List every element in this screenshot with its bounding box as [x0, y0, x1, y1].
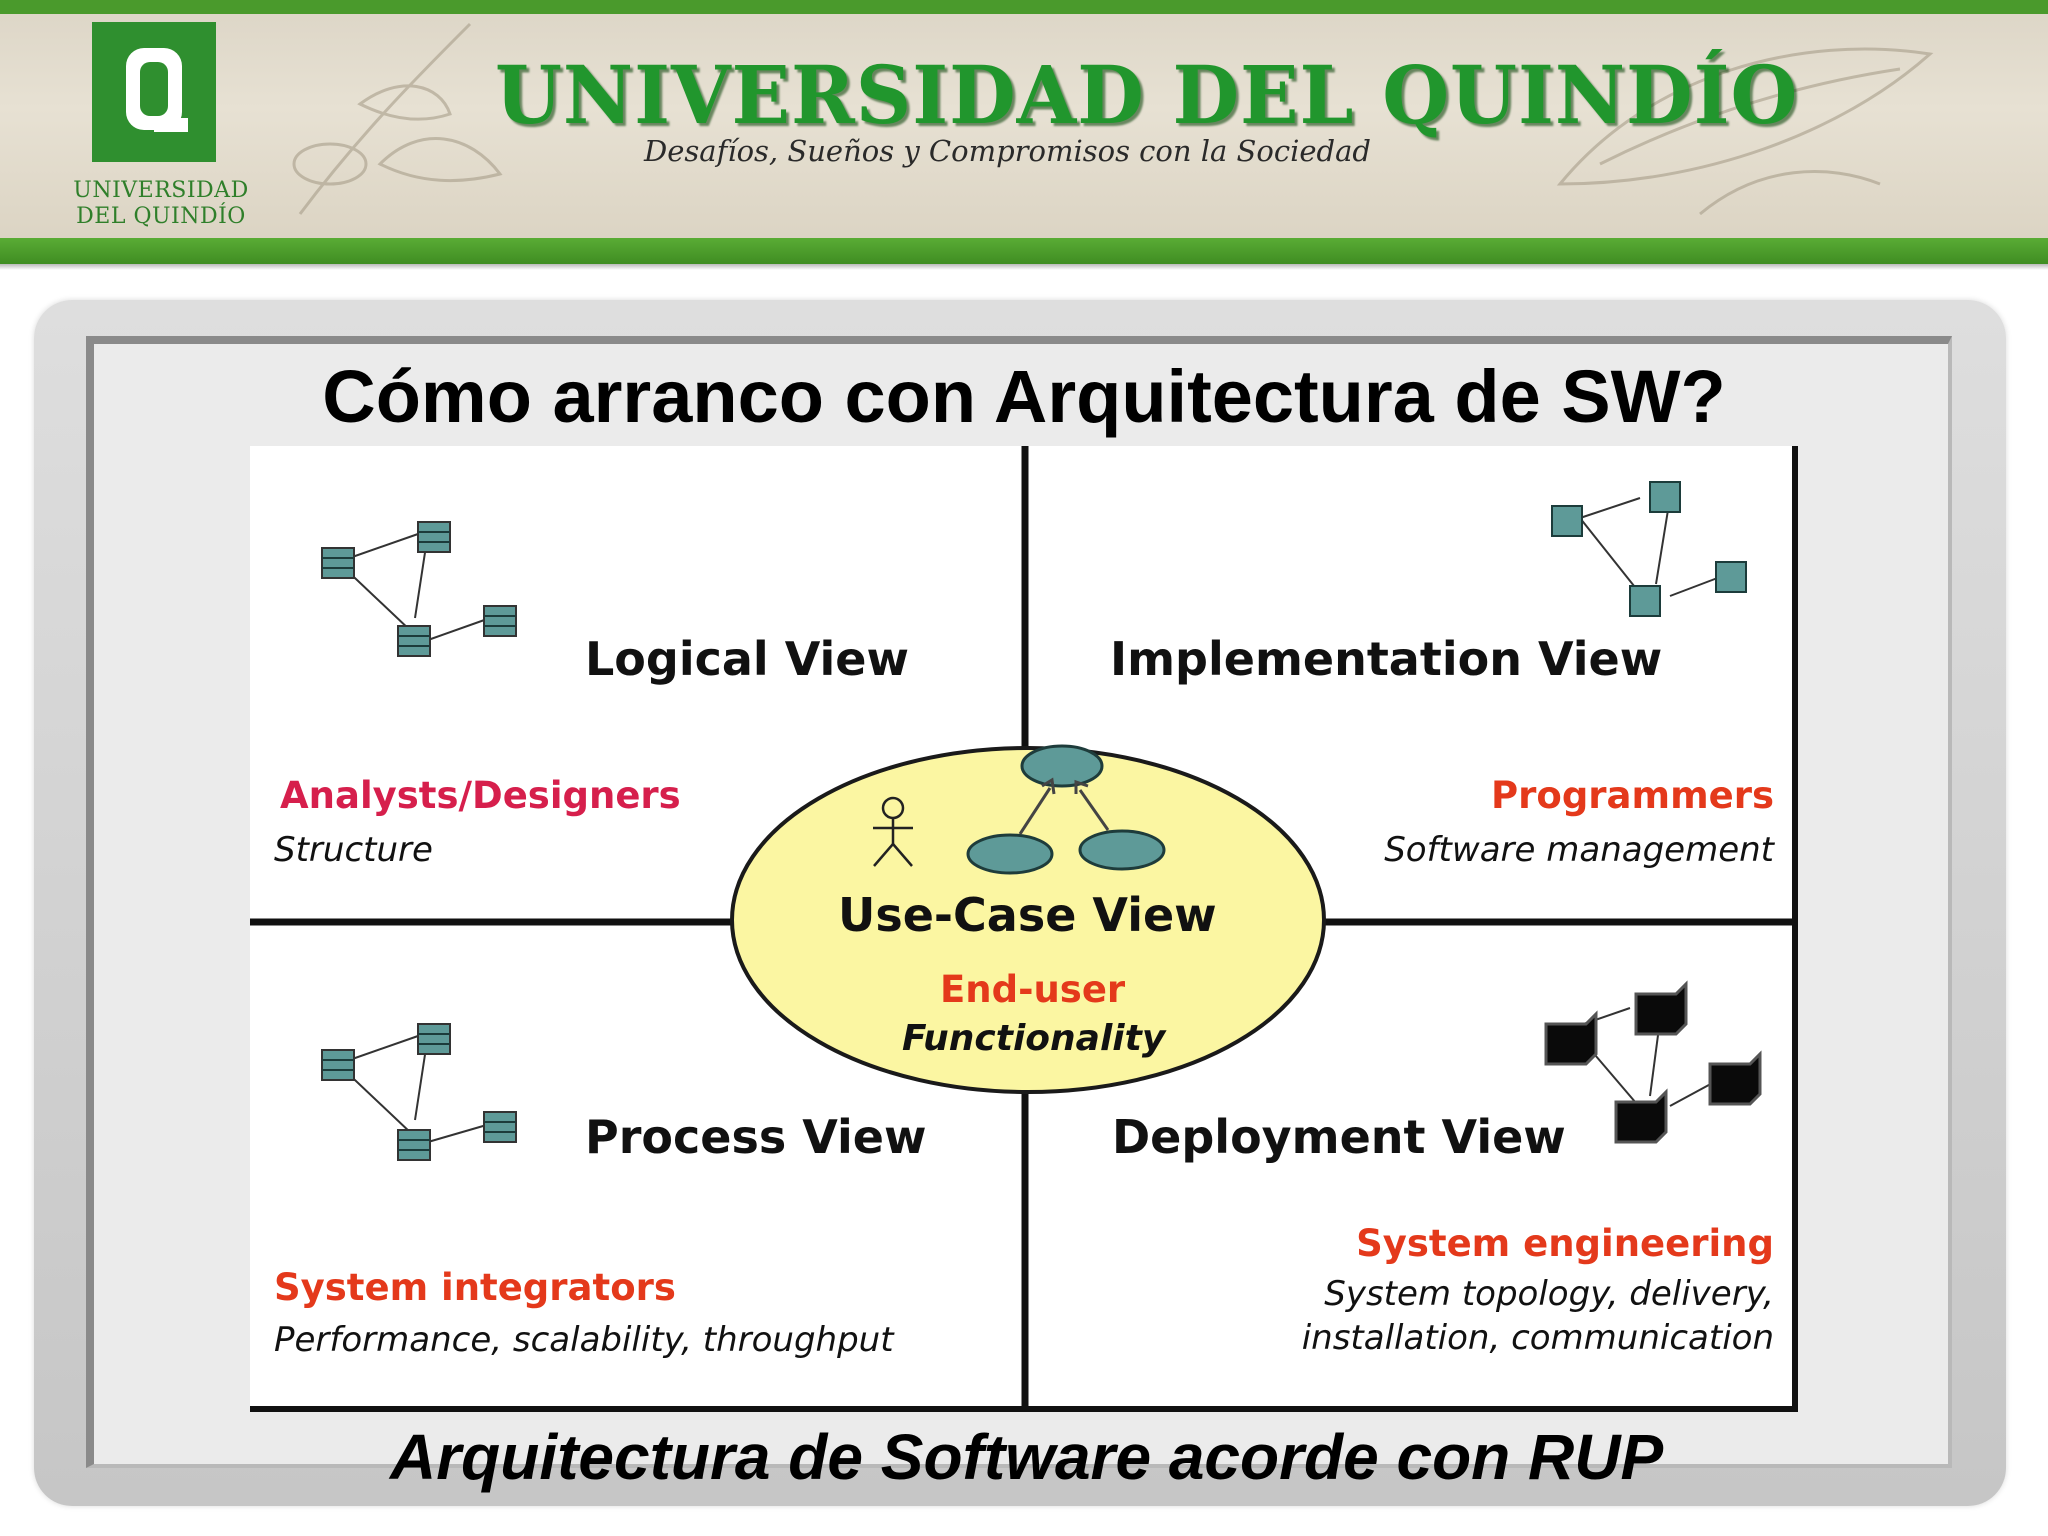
process-view-class-diagram-icon [321, 1023, 517, 1161]
deployment-view-node-icon [1544, 980, 1762, 1144]
use-case-view-role: End-user [940, 968, 1126, 1011]
process-view-desc: Performance, scalability, throughput [274, 1320, 894, 1360]
slide-caption: Arquitectura de Software acorde con RUP [390, 1421, 1664, 1493]
rup-4plus1-diagram: Logical View Analysts/Designers Structur… [250, 446, 1798, 1412]
implementation-view-desc: Software management [1384, 830, 1774, 870]
implementation-view-component-icon [1551, 481, 1747, 617]
university-title: UNIVERSIDAD DEL QUINDÍO [495, 48, 1799, 142]
implementation-view-label: Implementation View [1110, 632, 1663, 686]
process-view-role: System integrators [274, 1266, 676, 1309]
logical-view-label: Logical View [585, 632, 909, 686]
university-slogan: Desafíos, Sueños y Compromisos con la So… [644, 134, 1371, 168]
logical-view-class-diagram-icon [321, 521, 517, 657]
use-case-icon [966, 744, 1166, 875]
use-case-ellipse [730, 746, 1326, 1094]
university-logo-icon [92, 22, 216, 162]
slide-title: Cómo arranco con Arquitectura de SW? [322, 355, 1726, 438]
deployment-view-desc-line2: installation, communication [1301, 1318, 1774, 1358]
header-banner: UNIVERSIDAD DEL QUINDÍO UNIVERSIDAD DEL … [0, 0, 2048, 270]
logical-view-role: Analysts/Designers [280, 774, 681, 817]
logo-text: UNIVERSIDAD DEL QUINDÍO [56, 178, 266, 230]
actor-icon [873, 796, 913, 867]
logo-text-line1: UNIVERSIDAD [73, 178, 249, 203]
use-case-view-label: Use-Case View [838, 888, 1217, 942]
process-view-label: Process View [585, 1110, 927, 1164]
banner-bottom-stripe [0, 238, 2048, 264]
deployment-view-label: Deployment View [1112, 1110, 1566, 1164]
deployment-view-role: System engineering [1356, 1222, 1774, 1265]
banner-top-stripe [0, 0, 2048, 14]
use-case-view-desc: Functionality [902, 1018, 1166, 1059]
deployment-view-desc-line1: System topology, delivery, [1324, 1274, 1774, 1314]
banner-shadow [0, 264, 2048, 270]
logo-text-line2: DEL QUINDÍO [76, 204, 246, 229]
diagram-graphics [250, 446, 1798, 1412]
botanical-decoration [292, 22, 1934, 216]
logical-view-desc: Structure [274, 830, 433, 870]
implementation-view-role: Programmers [1491, 774, 1774, 817]
